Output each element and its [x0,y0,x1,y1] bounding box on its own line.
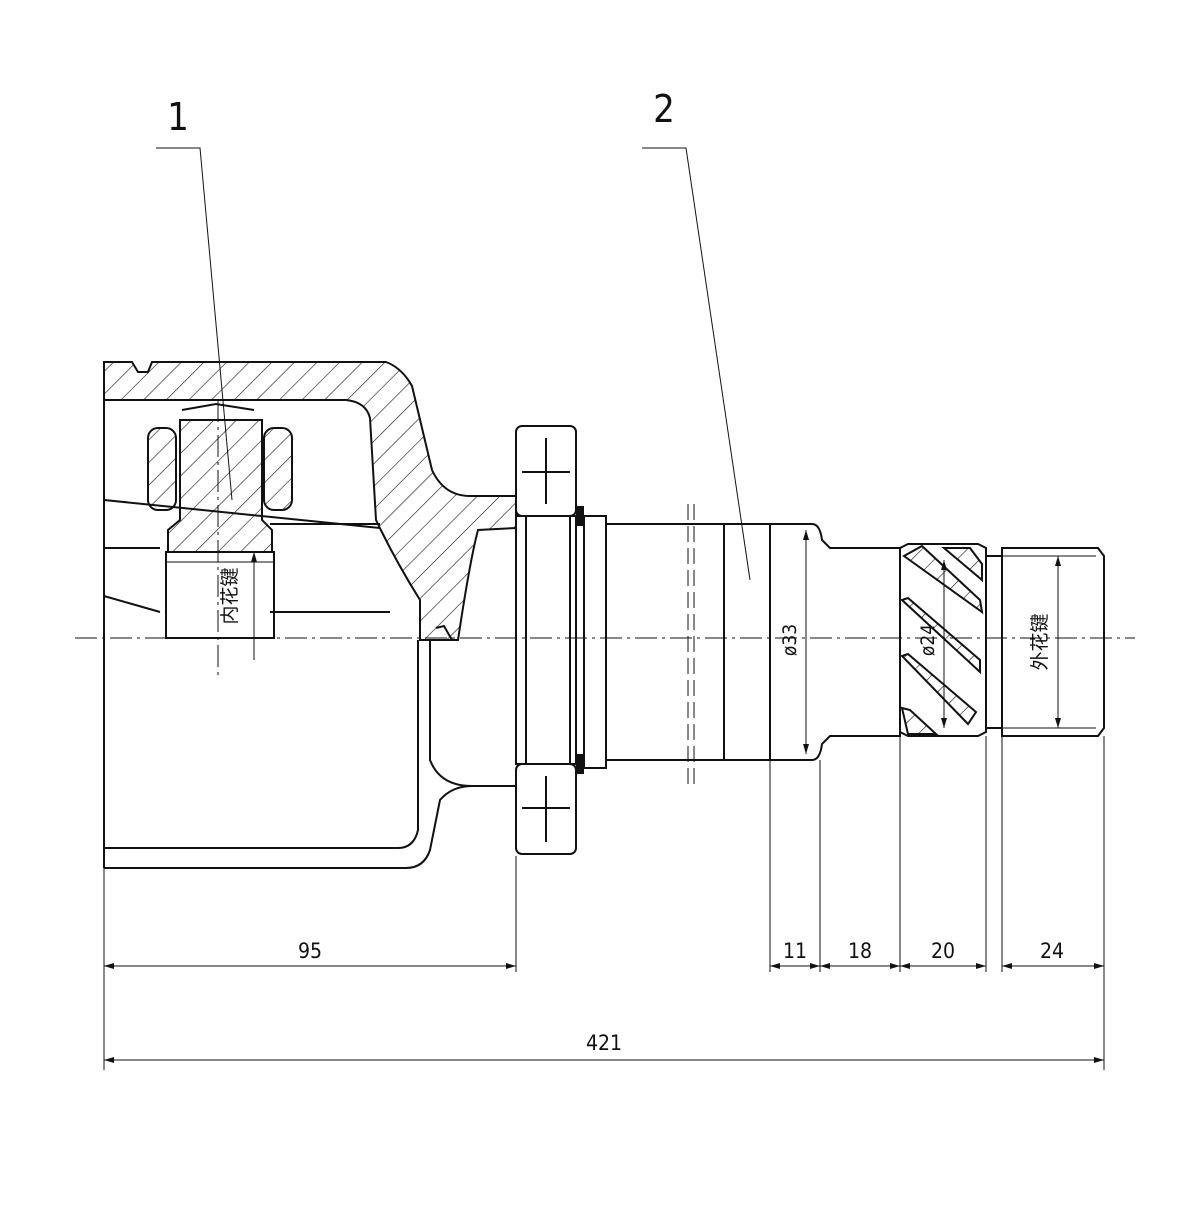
housing-section-upper [103,361,517,641]
dim-11-label: 11 [783,939,807,963]
roller-right [263,427,293,511]
spline-groove [986,555,1003,729]
dimension-11: 11 [770,939,820,969]
dia33-label: ø33 [779,624,801,656]
callout-1-label: 1 [167,95,189,139]
extension-lines [103,736,1105,1070]
shaft-main [583,515,771,769]
gear-body [899,543,987,737]
stem-shaft: ø33 [583,504,901,786]
housing-inner-lower [104,640,419,849]
helical-gear: ø24 [899,543,987,737]
callout-1-leader [156,147,233,501]
dimension-421: 421 [104,1031,1104,1063]
outer-spline-label: 外花键 [1029,613,1051,670]
callout-2: 2 [642,87,751,581]
dia24-label: ø24 [917,624,939,656]
dim-20-label: 20 [931,939,955,963]
callout-2-leader [642,147,751,581]
seal-lower [576,754,584,774]
dimension-20: 20 [900,939,986,969]
callout-2-label: 2 [653,87,675,131]
housing-neck-lower [429,640,473,787]
housing-outline-lower [104,785,516,869]
dim-24-label: 24 [1040,939,1064,963]
seal-upper [576,506,584,526]
dim-18-label: 18 [848,939,872,963]
cavity-cone-lower [103,595,161,613]
dimension-24: 24 [1002,939,1104,969]
spline-body [1001,547,1105,737]
housing-step [435,624,453,641]
tripod-assembly: 内花键 [147,400,293,680]
outer-spline: 外花键 [986,547,1105,737]
dim-421-label: 421 [586,1031,622,1055]
inner-spline-label: 内花键 [219,567,241,624]
gear-tooth-5 [900,706,939,735]
callout-1: 1 [156,95,233,501]
outer-housing [103,361,517,869]
flange-inner [525,515,571,765]
dimension-95: 95 [104,939,516,969]
flange [515,425,584,855]
roller-left [147,427,177,511]
roller-cap [181,402,255,411]
dim-95-label: 95 [298,939,322,963]
tripod-spider [167,419,273,553]
gear-tooth-4 [941,547,983,583]
dimension-18: 18 [820,939,900,969]
spline-bore [165,551,275,639]
